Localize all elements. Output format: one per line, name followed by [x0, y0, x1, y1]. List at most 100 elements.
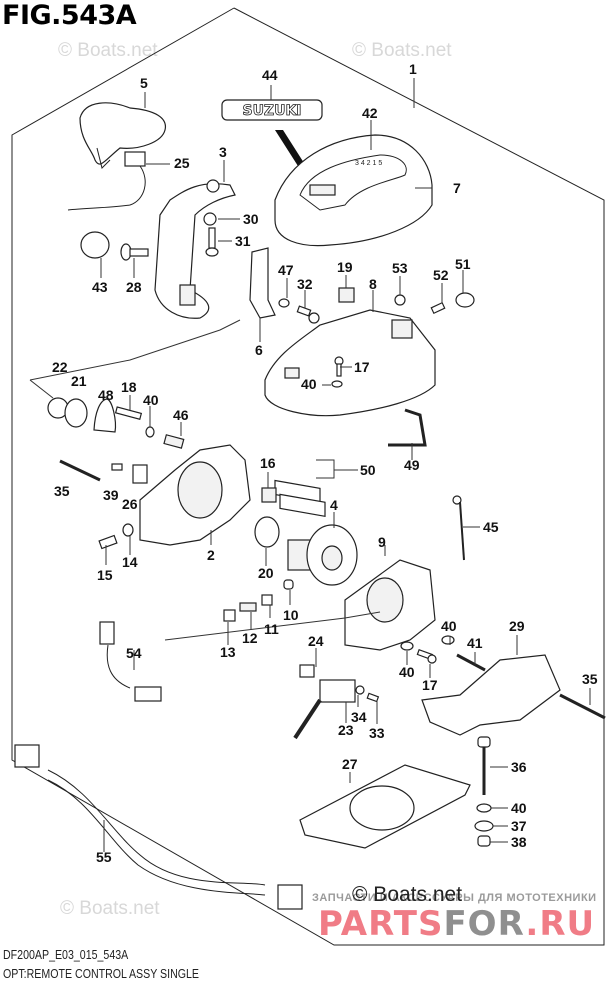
callout-6[interactable]: 6 [255, 342, 263, 358]
part-18-bolt[interactable] [114, 406, 143, 420]
part-40-washer[interactable] [441, 635, 455, 645]
callout-53[interactable]: 53 [392, 260, 408, 276]
callout-34[interactable]: 34 [351, 709, 367, 725]
part-40-washer[interactable] [476, 803, 492, 813]
part-26-terminal[interactable] [132, 464, 148, 484]
callout-22[interactable]: 22 [52, 359, 68, 375]
part-27-mounting-plate[interactable] [299, 764, 471, 849]
callout-46[interactable]: 46 [173, 407, 189, 423]
part-41-bolt[interactable] [456, 653, 486, 672]
callout-36[interactable]: 36 [511, 759, 527, 775]
part-43-cap[interactable] [80, 231, 110, 259]
callout-49[interactable]: 49 [404, 457, 420, 473]
callout-35-right[interactable]: 35 [582, 671, 598, 687]
part-40-washer[interactable] [400, 641, 414, 651]
part-13-clip[interactable] [223, 609, 236, 622]
part-38-nut[interactable] [477, 835, 491, 847]
callout-25[interactable]: 25 [174, 155, 190, 171]
callout-55[interactable]: 55 [96, 849, 112, 865]
callout-28[interactable]: 28 [126, 279, 142, 295]
callout-23[interactable]: 23 [338, 722, 354, 738]
part-30-washer[interactable] [203, 212, 217, 226]
part-49-strip[interactable] [388, 408, 427, 447]
part-11-clip[interactable] [261, 594, 273, 606]
callout-11[interactable]: 11 [264, 621, 279, 637]
part-53-nut[interactable] [394, 294, 406, 306]
callout-10[interactable]: 10 [283, 607, 299, 623]
callout-40-case[interactable]: 40 [301, 376, 317, 392]
callout-31[interactable]: 31 [235, 233, 251, 249]
part-4-gear[interactable] [287, 524, 358, 586]
callout-38[interactable]: 38 [511, 834, 527, 850]
callout-19[interactable]: 19 [337, 259, 353, 275]
part-32-screw[interactable] [296, 305, 320, 324]
part-35-bolt[interactable] [59, 459, 101, 482]
callout-51[interactable]: 51 [455, 256, 471, 272]
callout-1[interactable]: 1 [409, 61, 417, 77]
part-17-screw[interactable] [416, 648, 437, 664]
part-20-bushing[interactable] [254, 516, 280, 548]
callout-29[interactable]: 29 [509, 618, 525, 634]
part-19-clip[interactable] [338, 287, 355, 303]
part-40-washer[interactable] [145, 426, 155, 438]
callout-40-left[interactable]: 40 [143, 392, 159, 408]
callout-4[interactable]: 4 [330, 497, 338, 513]
callout-50[interactable]: 50 [360, 462, 376, 478]
callout-8[interactable]: 8 [369, 276, 377, 292]
callout-54[interactable]: 54 [126, 645, 142, 661]
part-15-screw[interactable] [98, 534, 118, 550]
callout-52[interactable]: 52 [433, 267, 449, 283]
part-45-cable-tie[interactable] [452, 495, 465, 561]
callout-16[interactable]: 16 [260, 455, 276, 471]
callout-41[interactable]: 41 [467, 635, 483, 651]
callout-47[interactable]: 47 [278, 262, 294, 278]
part-40-washer[interactable] [331, 380, 343, 388]
callout-5[interactable]: 5 [140, 75, 148, 91]
callout-30[interactable]: 30 [243, 211, 259, 227]
callout-43[interactable]: 43 [92, 279, 108, 295]
part-3-handle-arm[interactable] [154, 179, 236, 319]
part-48-plate[interactable] [93, 398, 117, 433]
callout-40-lower[interactable]: 40 [399, 664, 415, 680]
callout-33[interactable]: 33 [369, 725, 385, 741]
part-6-plate[interactable] [249, 247, 276, 319]
part-7-cover[interactable]: 3 4 2 1 5 [274, 134, 433, 247]
callout-21[interactable]: 21 [71, 373, 87, 389]
part-10-pin[interactable] [283, 579, 294, 590]
part-55-harness[interactable] [14, 744, 303, 910]
callout-2[interactable]: 2 [207, 547, 215, 563]
callout-24[interactable]: 24 [308, 633, 324, 649]
part-54-harness[interactable] [99, 621, 162, 702]
part-14-washer[interactable] [122, 523, 134, 537]
part-8-lower-case[interactable] [264, 309, 436, 417]
part-9-housing[interactable] [344, 559, 436, 651]
part-23-sensor[interactable] [293, 679, 356, 740]
callout-48[interactable]: 48 [98, 387, 114, 403]
callout-13[interactable]: 13 [220, 644, 236, 660]
part-37-washer[interactable] [474, 820, 494, 832]
callout-32[interactable]: 32 [297, 276, 313, 292]
part-52-screw[interactable] [430, 301, 446, 315]
callout-18[interactable]: 18 [121, 379, 137, 395]
part-16-block[interactable] [261, 487, 277, 503]
part-28-bolt[interactable] [120, 243, 149, 261]
part-29-bracket[interactable] [421, 654, 561, 736]
part-47-washer[interactable] [278, 298, 290, 308]
callout-17-upper[interactable]: 17 [354, 359, 370, 375]
callout-37[interactable]: 37 [511, 818, 527, 834]
callout-44[interactable]: 44 [262, 67, 278, 83]
part-35-bolt[interactable] [559, 693, 606, 720]
callout-35-left[interactable]: 35 [54, 483, 70, 499]
callout-40-upper-right[interactable]: 40 [441, 618, 457, 634]
callout-17-lower[interactable]: 17 [422, 677, 438, 693]
callout-9[interactable]: 9 [378, 534, 386, 550]
callout-42[interactable]: 42 [362, 105, 378, 121]
callout-14[interactable]: 14 [122, 554, 138, 570]
part-17-screw[interactable] [334, 356, 344, 377]
part-46-spring[interactable] [163, 434, 185, 449]
callout-26[interactable]: 26 [122, 496, 138, 512]
part-34-washer[interactable] [355, 685, 365, 695]
part-24-clip[interactable] [299, 664, 315, 678]
part-21-washer[interactable] [64, 398, 88, 428]
callout-39[interactable]: 39 [103, 487, 119, 503]
